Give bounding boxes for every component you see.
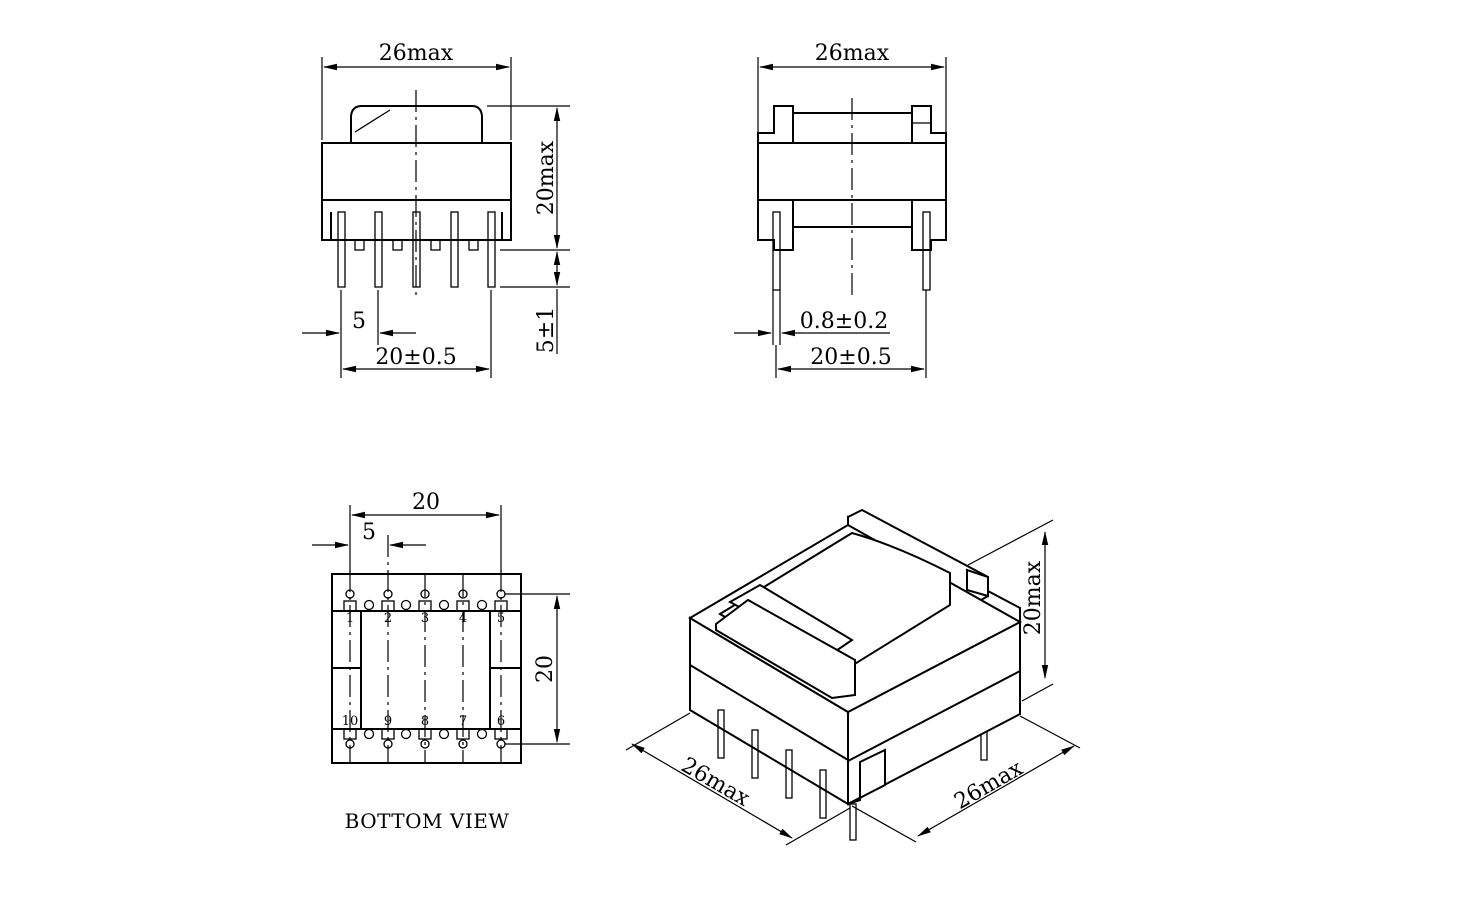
bottom-width-label: 20 bbox=[412, 490, 440, 515]
front-height-label: 20max bbox=[534, 140, 559, 215]
front-pins bbox=[337, 211, 496, 288]
pin-label-7: 7 bbox=[459, 714, 467, 729]
iso-depth-label: 26max bbox=[677, 753, 754, 812]
bottom-height-label: 20 bbox=[533, 655, 558, 683]
front-view: 26max 20max 5±1 5 20±0.5 bbox=[302, 41, 570, 378]
pin-label-5: 5 bbox=[497, 611, 505, 626]
pin-label-1: 1 bbox=[346, 611, 354, 626]
pin-label-6: 6 bbox=[497, 714, 505, 729]
front-pin-length-label: 5±1 bbox=[534, 307, 559, 353]
front-pitch-label: 5 bbox=[352, 309, 366, 334]
iso-height-label: 20max bbox=[1021, 560, 1046, 635]
side-span-label: 20±0.5 bbox=[810, 345, 891, 370]
side-view: 26max 0.8±0.2 20±0.5 bbox=[734, 41, 947, 378]
front-width-label: 26max bbox=[379, 41, 454, 66]
bottom-view: 1 2 3 4 5 10 9 8 7 6 20 5 20 BOTTOM VIEW bbox=[312, 490, 570, 833]
pin-label-9: 9 bbox=[384, 714, 392, 729]
bottom-view-caption: BOTTOM VIEW bbox=[345, 809, 510, 833]
iso-width-label: 26max bbox=[950, 756, 1027, 815]
front-span-label: 20±0.5 bbox=[375, 345, 456, 370]
pin-label-8: 8 bbox=[421, 714, 429, 729]
pin-label-3: 3 bbox=[421, 611, 429, 626]
pin-label-4: 4 bbox=[459, 611, 467, 626]
pin-label-10: 10 bbox=[342, 714, 359, 729]
side-width-label: 26max bbox=[815, 41, 890, 66]
side-pin-dia-label: 0.8±0.2 bbox=[800, 309, 888, 334]
isometric-view: 20max 26max 26max bbox=[625, 508, 1081, 846]
pin-label-2: 2 bbox=[384, 611, 392, 626]
bottom-pitch-label: 5 bbox=[362, 520, 376, 545]
